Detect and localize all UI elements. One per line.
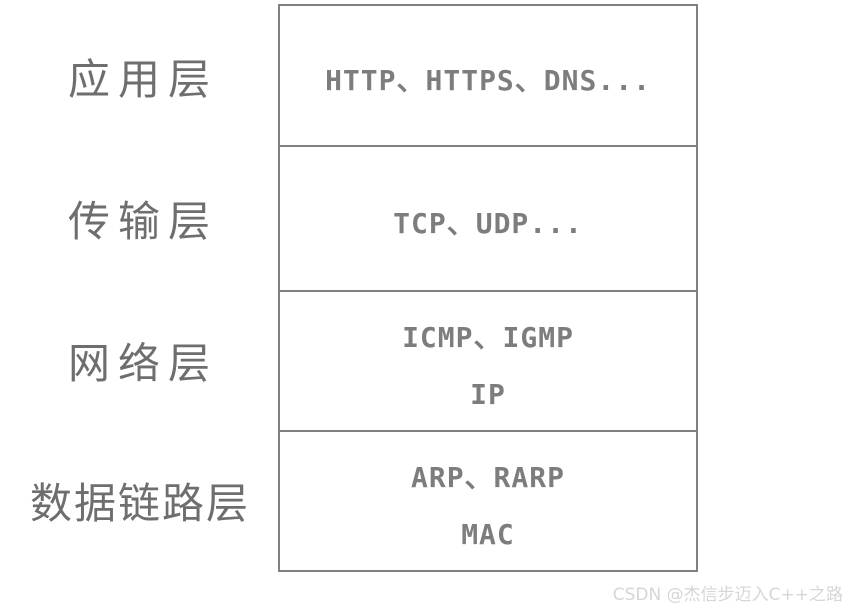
network-layer-label: 网络层 — [67, 339, 218, 388]
application-layer-label: 应用层 — [67, 54, 218, 104]
label-cell-transport: 传输层 — [0, 143, 278, 288]
protocol-stack-box: HTTP、HTTPS、DNS... TCP、UDP... ICMP、IGMP I… — [278, 4, 698, 572]
label-cell-application: 应用层 — [0, 4, 278, 143]
label-cell-datalink: 数据链路层 — [0, 428, 278, 568]
network-protocols-text-line1: ICMP、IGMP — [402, 320, 574, 354]
network-protocols-text-line2: IP — [470, 377, 506, 411]
label-cell-network: 网络层 — [0, 288, 278, 428]
application-protocols-text: HTTP、HTTPS、DNS... — [325, 63, 651, 97]
layer-labels-column: 应用层 传输层 网络层 数据链路层 — [0, 4, 278, 572]
datalink-protocols-text-line2: MAC — [461, 517, 515, 551]
application-layer-row: HTTP、HTTPS、DNS... — [280, 6, 696, 145]
datalink-protocols-text-line1: ARP、RARP — [410, 460, 565, 494]
datalink-layer-row: ARP、RARP MAC — [280, 430, 696, 570]
csdn-watermark: CSDN @杰信步迈入C++之路 — [612, 585, 843, 605]
transport-layer-row: TCP、UDP... — [280, 145, 696, 290]
datalink-layer-label: 数据链路层 — [29, 479, 250, 528]
network-layer-row: ICMP、IGMP IP — [280, 290, 696, 430]
transport-protocols-text: TCP、UDP... — [393, 206, 583, 240]
transport-layer-label: 传输层 — [67, 196, 218, 246]
